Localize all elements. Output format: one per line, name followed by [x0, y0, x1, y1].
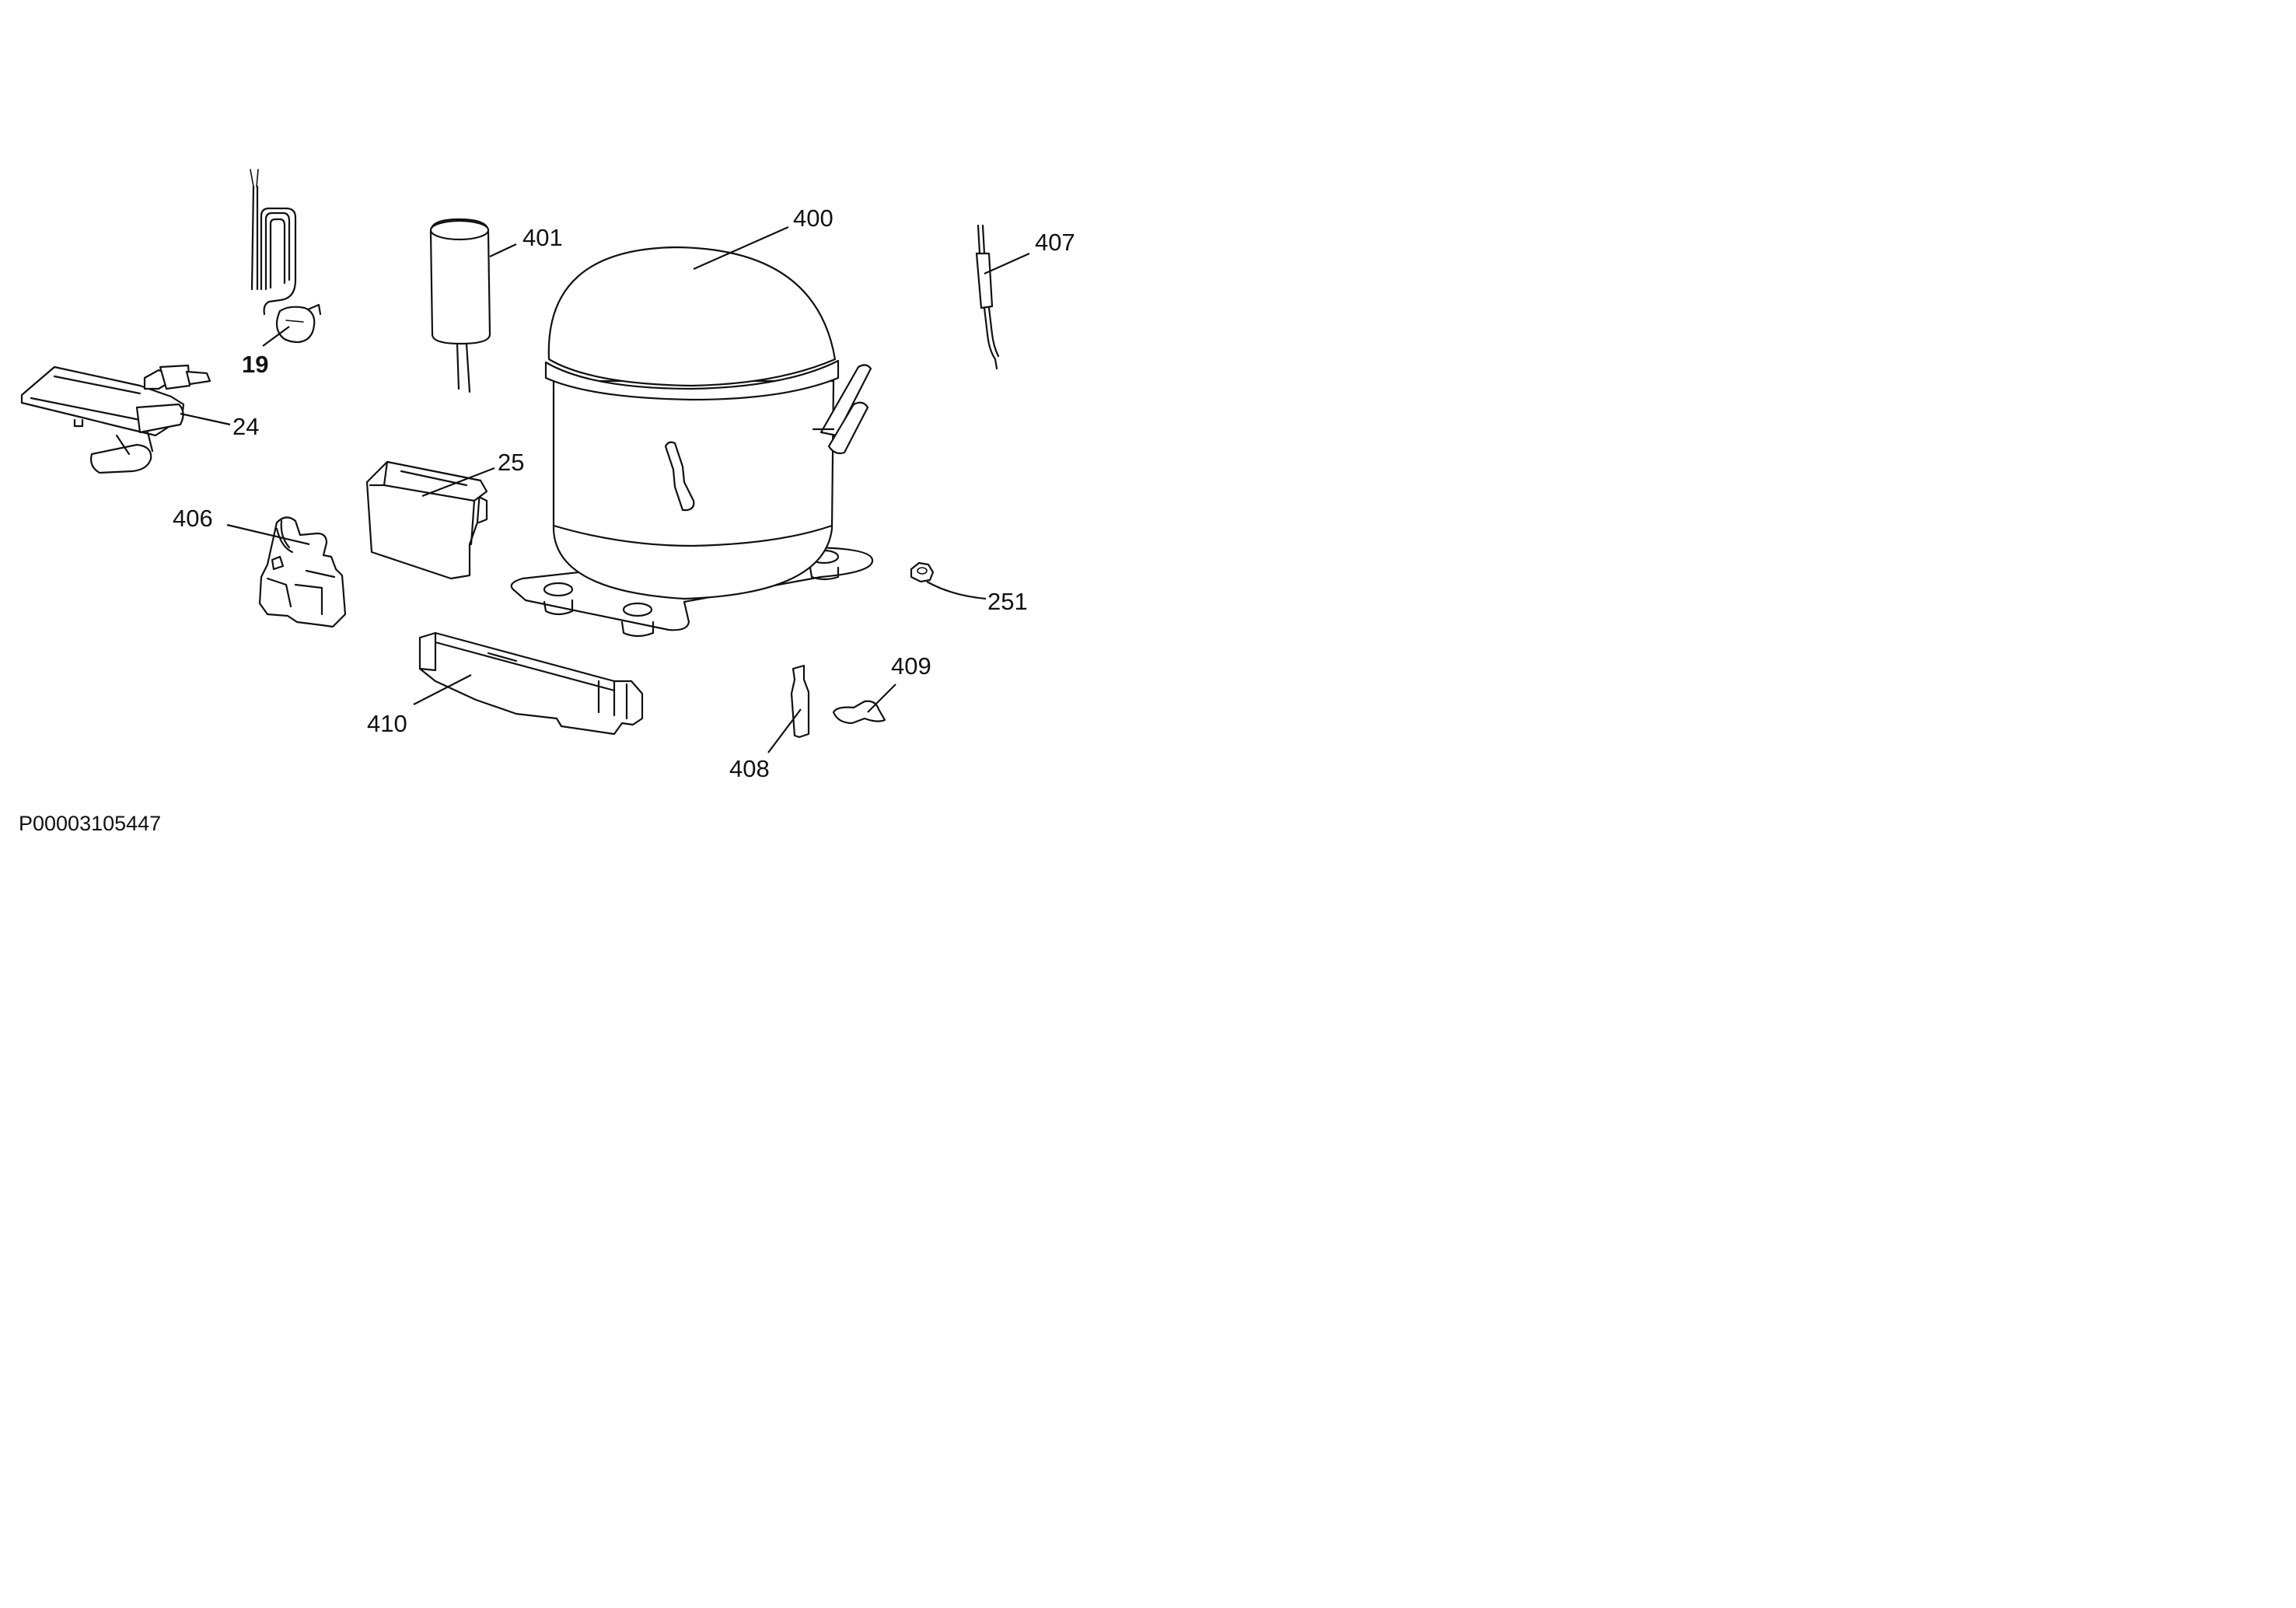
part-400-compressor[interactable] [510, 246, 874, 638]
label-25: 25 [498, 449, 524, 476]
document-id: P00003105447 [19, 812, 161, 835]
label-401: 401 [522, 224, 563, 251]
label-406: 406 [173, 505, 213, 532]
label-410: 410 [367, 710, 407, 737]
part-251-nut[interactable] [910, 561, 935, 583]
label-24: 24 [232, 413, 259, 440]
exploded-parts-diagram: 19 24 25 251 400 401 406 407 408 409 410… [19, 169, 1075, 835]
part-19-coil-heater[interactable] [250, 169, 322, 344]
label-19: 19 [242, 351, 268, 378]
label-251: 251 [987, 588, 1028, 615]
label-408: 408 [729, 755, 770, 782]
leader-lines [180, 225, 1030, 753]
part-25-relay-box[interactable] [365, 460, 488, 580]
part-401-capacitor[interactable] [429, 218, 491, 393]
part-406-starter[interactable] [258, 516, 347, 628]
part-408-sleeve[interactable] [790, 664, 810, 739]
part-407-filter-drier[interactable] [975, 224, 1000, 370]
label-409: 409 [891, 652, 931, 680]
label-400: 400 [793, 204, 833, 232]
label-407: 407 [1035, 229, 1075, 256]
part-410-terminal-cover[interactable] [418, 631, 644, 736]
part-24-bracket[interactable] [20, 364, 211, 474]
part-409-clip[interactable] [832, 700, 886, 725]
part-labels: 19 24 25 251 400 401 406 407 408 409 410 [173, 204, 1075, 782]
